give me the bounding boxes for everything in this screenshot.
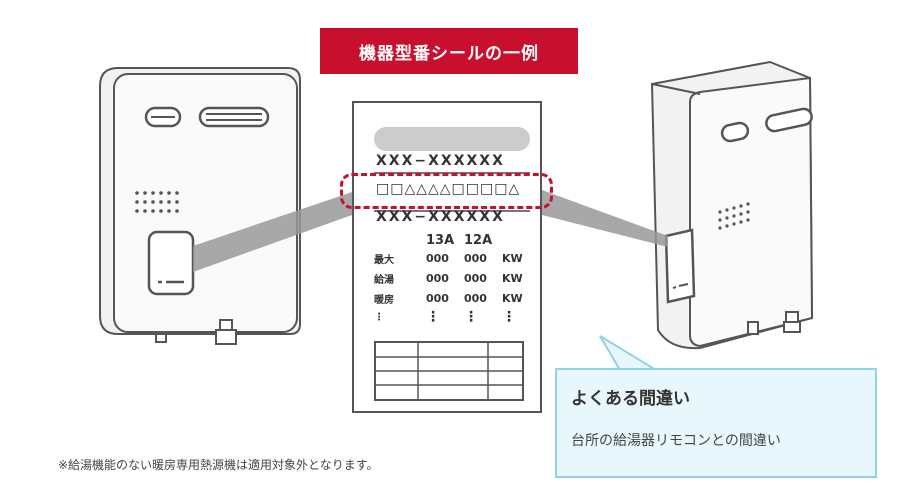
spec-row-max: 最大 000 000 KW [374, 251, 523, 266]
footnote: ※給湯機能のない暖房専用熱源機は適用対象外となります。 [58, 458, 379, 472]
right-water-heater [650, 60, 814, 350]
callout-body: 台所の給湯器リモコンとの間違い [571, 433, 781, 449]
spec-row-hot-water: 給湯 000 000 KW [374, 271, 523, 286]
ellipsis: ⋮ [426, 309, 440, 325]
common-mistake-callout: よくある間違い 台所の給湯器リモコンとの間違い [555, 368, 877, 478]
spec-label: 暖房 [374, 295, 394, 306]
spec-value: 000 [426, 272, 449, 285]
spec-value: 000 [464, 292, 487, 305]
banner-title: 機器型番シールの一例 [320, 28, 578, 74]
left-zoom-wedge [193, 192, 352, 272]
model-line-1: XXX−XXXXXX [376, 153, 505, 169]
label-grid-table [374, 341, 524, 401]
spec-value: 000 [426, 292, 449, 305]
ellipsis: ⋮ [502, 309, 516, 325]
spec-label: 給湯 [374, 275, 394, 286]
ellipsis: ⋮ [464, 309, 478, 325]
callout-pointer [599, 335, 660, 371]
spec-value: 000 [426, 252, 449, 265]
spec-value: 000 [464, 252, 487, 265]
spec-unit: KW [502, 272, 523, 285]
callout-title: よくある間違い [571, 389, 690, 409]
gas-type-13a: 13A [426, 233, 455, 248]
spec-label: 最大 [374, 255, 394, 266]
right-zoom-wedge [542, 190, 668, 247]
spec-row-ellipsis: ⋮ ⋮ ⋮ ⋮ [374, 309, 516, 325]
ellipsis: ⋮ [374, 311, 384, 323]
model-line-2: □□△△△△□□□□△ [376, 181, 521, 197]
spec-row-heating: 暖房 000 000 KW [374, 291, 523, 306]
spec-unit: KW [502, 292, 523, 305]
left-water-heater [99, 67, 301, 345]
spec-unit: KW [502, 252, 523, 265]
gas-type-header: 13A 12A [374, 233, 502, 248]
grid-lines [376, 343, 522, 399]
spec-value: 000 [464, 272, 487, 285]
gas-type-12a: 12A [464, 233, 493, 248]
highlight-dashed-box [340, 173, 553, 209]
model-label-sticker: XXX−XXXXXX □□△△△△□□□□△ XXX−XXXXXX 13A 12… [340, 101, 553, 413]
model-line-3: XXX−XXXXXX [376, 209, 505, 225]
